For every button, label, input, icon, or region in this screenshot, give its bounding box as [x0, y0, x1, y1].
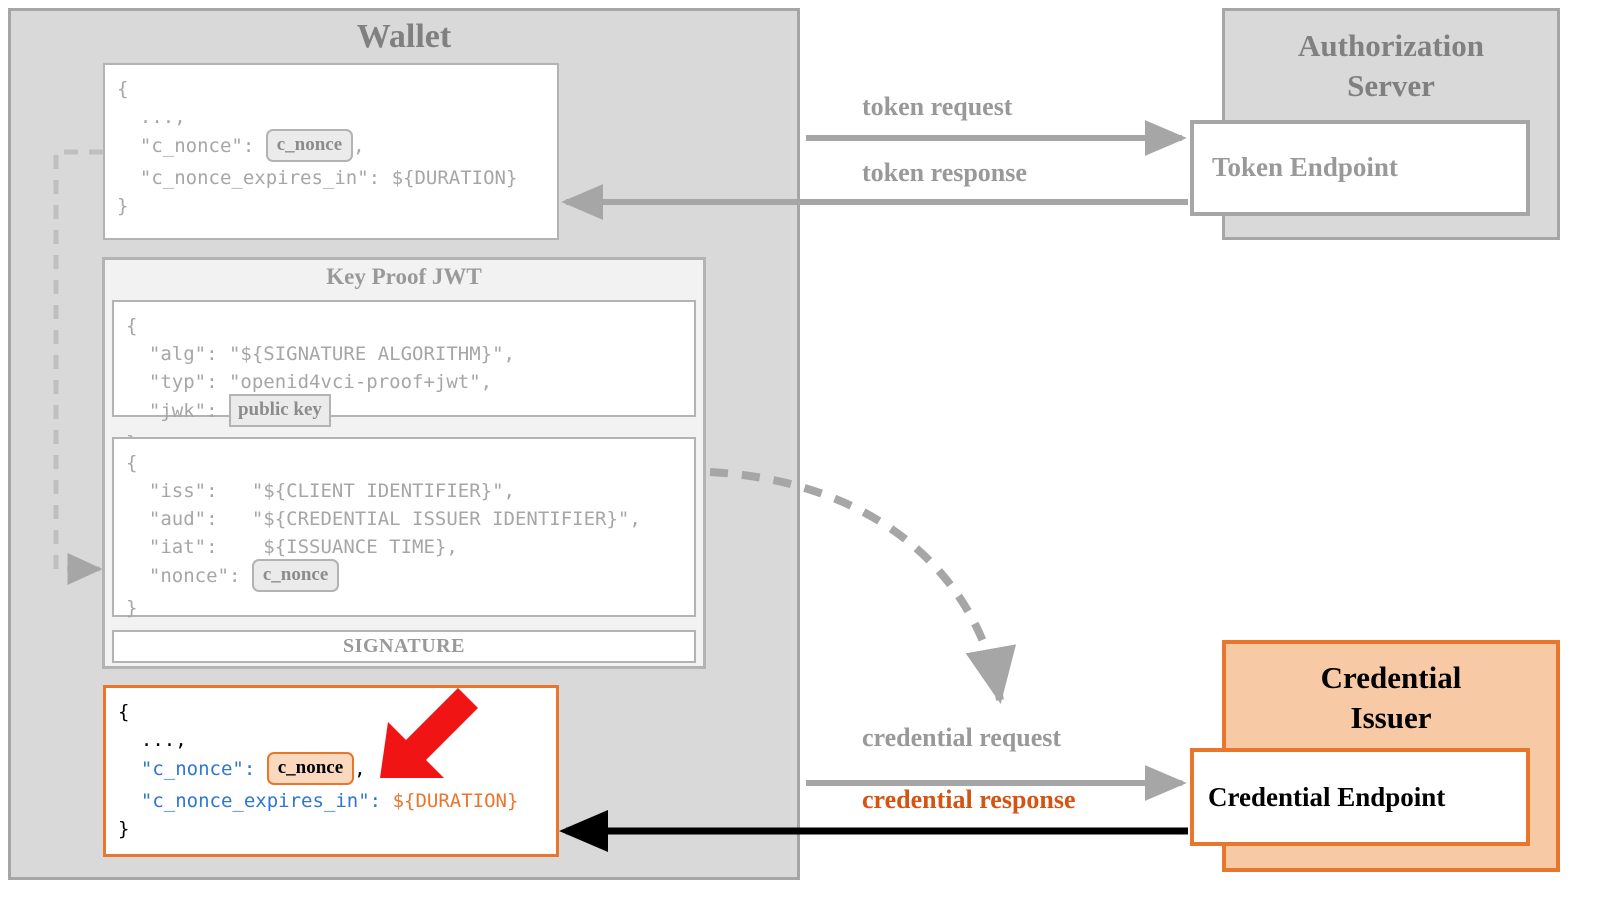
c-nonce-chip: c_nonce [265, 129, 354, 162]
authorization-server-title: Authorization Server [1222, 26, 1560, 106]
jwt-value-typ: "openid4vci-proof+jwt", [228, 371, 493, 393]
authorization-server-title-line2: Server [1347, 68, 1435, 103]
cred-json-key-c-nonce: "c_nonce": [140, 758, 256, 780]
token-response-json-box: { ..., "c_nonce": c_nonce, "c_nonce_expi… [103, 63, 559, 240]
token-endpoint-box [1190, 120, 1530, 216]
json-key-c-nonce: "c_nonce": [139, 135, 255, 157]
json-close-brace: } [117, 195, 129, 217]
jwt-value-iss: "${CLIENT IDENTIFIER}", [251, 480, 515, 502]
credential-response-json-box: { ..., "c_nonce": c_nonce, "c_nonce_expi… [103, 685, 559, 857]
credential-issuer-title: Credential Issuer [1222, 658, 1560, 738]
jwt-payload-close-brace: } [126, 597, 138, 619]
cred-json-value-duration: ${DURATION} [392, 790, 519, 812]
jwt-header-json-box: { "alg": "${SIGNATURE ALGORITHM}", "typ"… [112, 300, 696, 454]
credential-issuer-title-line1: Credential [1320, 660, 1462, 695]
nonce-chip: c_nonce [251, 559, 340, 592]
jwt-key-jwk: "jwk": [148, 400, 218, 422]
jwt-key-aud: "aud": [148, 508, 218, 530]
credential-endpoint-label: Credential Endpoint [1208, 782, 1446, 812]
credential-issuer-title-line2: Issuer [1350, 700, 1432, 735]
wallet-title: Wallet [356, 18, 452, 55]
jwt-key-alg: "alg": [148, 343, 218, 365]
jwt-key-iss: "iss": [148, 480, 218, 502]
cred-json-key-c-nonce-expires-in: "c_nonce_expires_in": [140, 790, 382, 812]
cred-json-comma: , [354, 758, 366, 780]
jwt-signature-box: SIGNATURE [112, 630, 696, 663]
credential-endpoint-box [1190, 748, 1530, 846]
jwt-key-nonce: "nonce": [148, 565, 241, 587]
json-value-duration: ${DURATION} [391, 167, 518, 189]
json-open-brace: { [117, 78, 129, 100]
token-endpoint-label: Token Endpoint [1212, 152, 1398, 182]
jwt-payload-json-box: { "iss": "${CLIENT IDENTIFIER}", "aud": … [112, 437, 696, 619]
public-key-chip: public key [228, 394, 331, 427]
cred-json-open-brace: { [118, 701, 130, 723]
token-request-label: token request [862, 92, 1013, 121]
jwt-value-iat: ${ISSUANCE TIME}, [263, 536, 458, 558]
jwt-key-typ: "typ": [148, 371, 218, 393]
cred-json-close-brace: } [118, 818, 130, 840]
credential-request-label: credential request [862, 723, 1062, 752]
jwt-payload-open-brace: { [126, 452, 138, 474]
credential-response-label: credential response [862, 785, 1076, 814]
token-response-label: token response [862, 158, 1027, 187]
jwt-key-iat: "iat": [148, 536, 218, 558]
cred-json-ellipsis-line: ..., [140, 729, 187, 751]
jwt-value-aud: "${CREDENTIAL ISSUER IDENTIFIER}", [251, 508, 641, 530]
authorization-server-title-line1: Authorization [1298, 28, 1484, 63]
key-proof-jwt-title: Key Proof JWT [326, 264, 482, 289]
json-key-c-nonce-expires-in: "c_nonce_expires_in": [139, 167, 381, 189]
jwt-header-open-brace: { [126, 315, 138, 337]
json-ellipsis-line: ..., [139, 106, 186, 128]
jwt-value-alg: "${SIGNATURE ALGORITHM}", [228, 343, 515, 365]
json-comma: , [353, 135, 365, 157]
c-nonce-chip-highlighted: c_nonce [266, 752, 355, 785]
